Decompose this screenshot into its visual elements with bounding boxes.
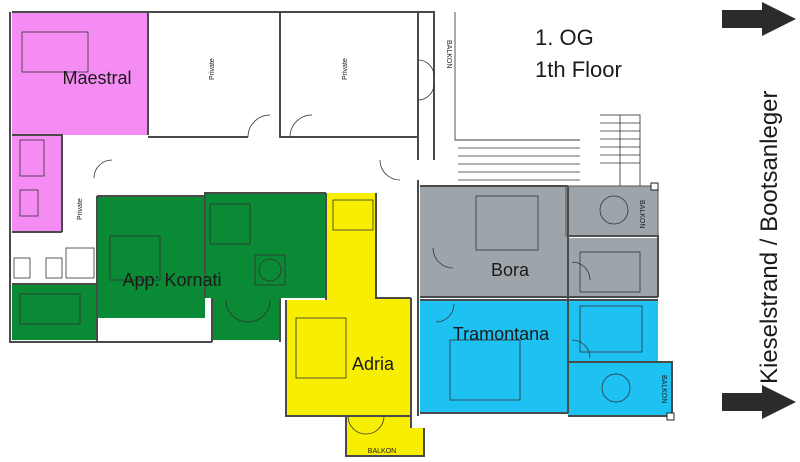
doors (93, 59, 591, 435)
label-balkon-bottom: BALKON (368, 448, 396, 455)
label-balkon-top: BALKON (445, 40, 452, 68)
room-maestral[interactable] (12, 12, 148, 232)
room-bora[interactable] (420, 186, 658, 297)
furniture (13, 31, 643, 403)
label-private-1: Private (209, 58, 216, 80)
label-tramontana: Tramontana (453, 324, 550, 344)
label-private-2: Private (342, 58, 349, 80)
walls (9, 11, 675, 457)
room-tramontana[interactable] (420, 300, 672, 416)
label-maestral: Maestral (62, 68, 131, 88)
room-kornati[interactable] (12, 193, 326, 340)
bora-balcony[interactable] (568, 186, 658, 236)
label-balkon-tramontana: BALKON (660, 375, 667, 403)
label-bora: Bora (491, 260, 530, 280)
side-label: Kieselstrand / Bootsanleger (756, 90, 783, 384)
label-private-3: Private (77, 198, 84, 220)
arrow-bottom-icon (722, 385, 796, 419)
label-adria: Adria (352, 354, 395, 374)
floor-title-line1: 1. OG (535, 25, 594, 50)
floor-title-line2: 1th Floor (535, 57, 622, 82)
label-balkon-bora: BALKON (638, 200, 645, 228)
label-kornati: App: Kornati (122, 270, 221, 290)
stairs (455, 122, 640, 181)
room-adria[interactable] (286, 193, 424, 456)
arrow-top-icon (722, 2, 796, 36)
